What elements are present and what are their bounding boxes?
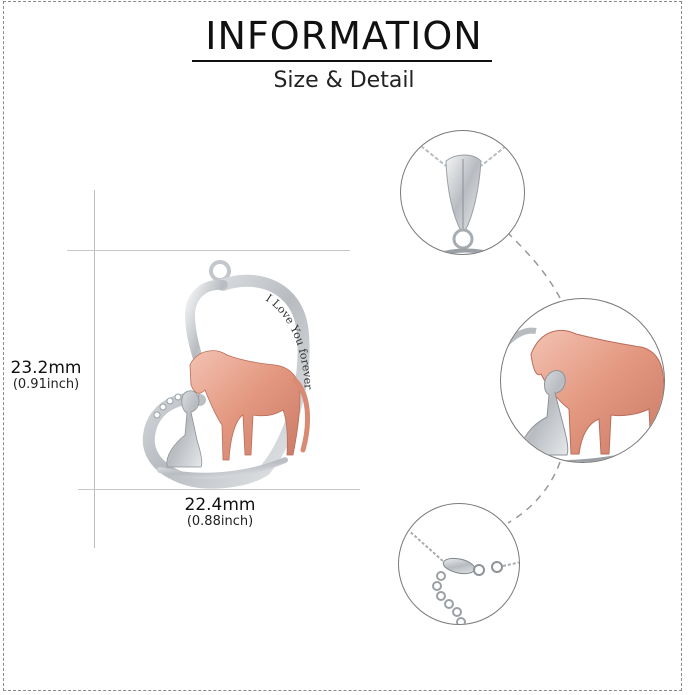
height-dimension: 23.2mm (0.91inch) [6, 358, 86, 392]
horse-girl-icon [503, 327, 664, 462]
heart-horse-girl-pendant-icon: I Love You forever [142, 260, 315, 489]
bail-closeup [400, 130, 525, 255]
top-guide-line [67, 250, 350, 251]
height-inch: (0.91inch) [12, 376, 80, 392]
page-title: INFORMATION [205, 14, 483, 58]
page-subtitle: Size & Detail [273, 68, 415, 93]
width-mm: 22.4mm [184, 495, 256, 515]
bail-icon [420, 145, 507, 254]
height-guide-line [94, 190, 95, 548]
lobster-clasp-icon [406, 528, 519, 624]
horse-girl-closeup [500, 298, 665, 463]
width-inch: (0.88inch) [186, 513, 254, 529]
title-underline [192, 60, 492, 62]
width-dimension: 22.4mm (0.88inch) [170, 495, 270, 529]
clasp-chain-closeup [398, 503, 520, 625]
bottom-guide-line [78, 489, 360, 490]
dashed-frame [3, 1, 682, 691]
height-mm: 23.2mm [10, 358, 82, 378]
